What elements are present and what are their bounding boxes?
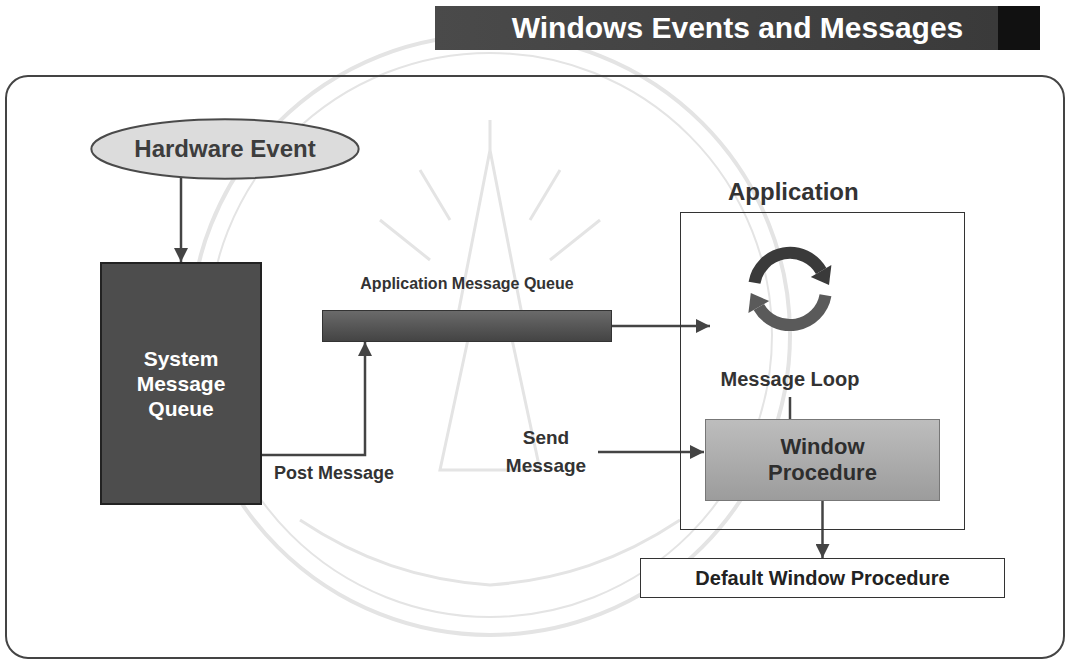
label-holder: Send Message <box>498 424 594 479</box>
queue-bar <box>322 310 612 342</box>
message-arrow <box>612 325 710 328</box>
message-arrow <box>180 177 183 262</box>
node-label: Default Window Procedure <box>695 566 949 590</box>
send-message-arrow <box>598 451 704 454</box>
node-label: Application <box>728 178 859 207</box>
slide-title: Windows Events and Messages <box>512 10 964 46</box>
queue-band: Application Message Queue <box>322 272 612 342</box>
message-label: Send Message <box>498 424 594 479</box>
slide-frame <box>6 76 1064 658</box>
default-procedure-box: Default Window Procedure <box>640 558 1005 598</box>
node-label: Window Procedure <box>746 434 899 487</box>
message-loop: Message Loop <box>710 242 870 397</box>
edge-label: Post Message <box>272 463 396 485</box>
application-box: ApplicationMessage LoopWindow Procedure <box>680 172 965 530</box>
node-label: Application Message Queue <box>360 274 573 293</box>
loop-icon <box>710 242 870 342</box>
node-label: Hardware Event <box>134 135 315 164</box>
node-label: Message Loop <box>721 367 860 391</box>
title-bar: Windows Events and Messages <box>435 6 1040 50</box>
window-procedure-box: Window Procedure <box>705 419 940 501</box>
message-arrow <box>262 342 365 455</box>
label-holder: Post Message <box>272 463 396 485</box>
message-arrow <box>789 397 792 419</box>
event-ellipse: Hardware Event <box>90 118 360 180</box>
node-label: System Message Queue <box>110 346 252 422</box>
queue-box: System Message Queue <box>100 262 262 505</box>
